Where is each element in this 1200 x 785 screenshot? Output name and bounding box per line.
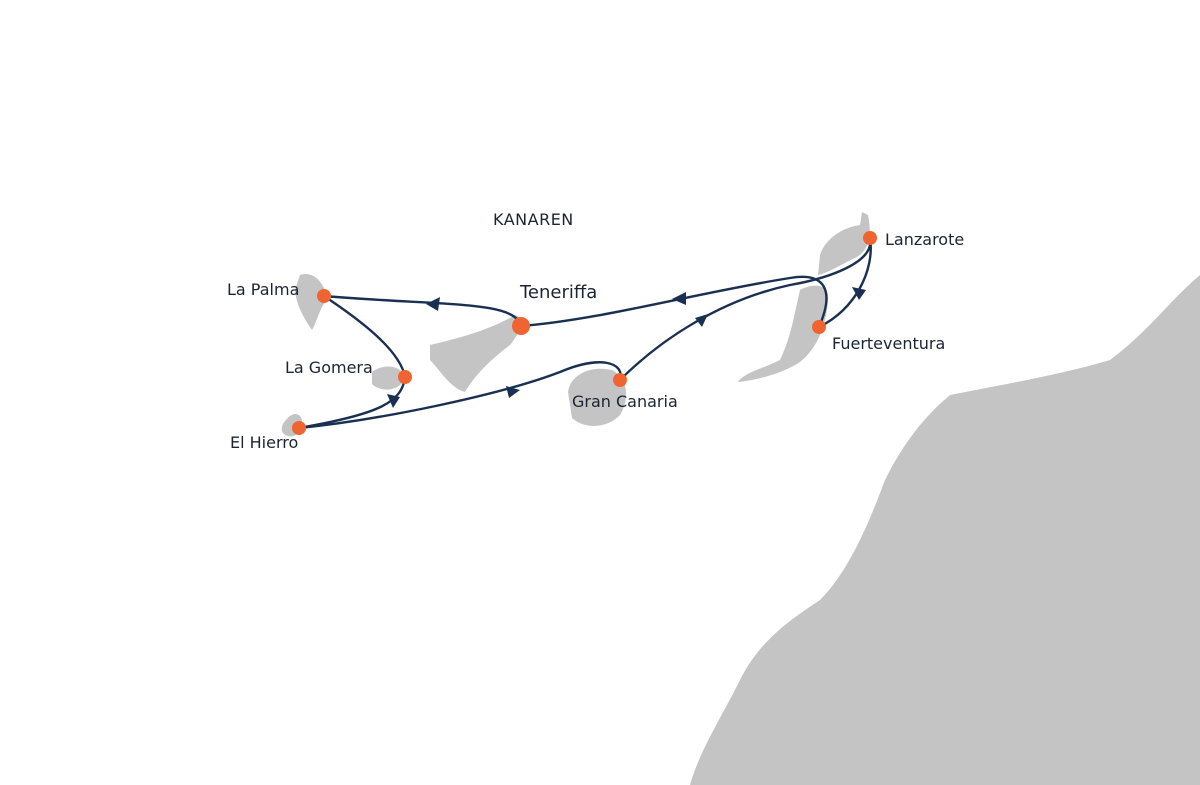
arrow-icon: [426, 297, 440, 311]
port-label-fuerteventura: Fuerteventura: [832, 334, 946, 353]
port-label-teneriffa: Teneriffa: [520, 282, 598, 303]
arrow-icon: [852, 287, 866, 300]
route-arrows: [387, 287, 866, 408]
arrow-icon: [672, 292, 686, 305]
port-label-la-gomera: La Gomera: [285, 358, 373, 377]
port-label-gran-canaria: Gran Canaria: [572, 392, 678, 411]
island-gran-canaria: [568, 368, 627, 426]
port-marker-fuerteventura: [812, 320, 826, 334]
port-label-la-palma: La Palma: [227, 280, 300, 299]
arrow-icon: [506, 386, 520, 398]
leg-lanzarote-fuerteventura: [818, 237, 872, 329]
port-marker-lanzarote: [863, 231, 877, 245]
port-marker-lapalma: [317, 289, 331, 303]
port-marker-grancanaria: [613, 373, 627, 387]
arrow-icon: [695, 314, 708, 327]
island-la-palma: [295, 274, 328, 330]
region-label: KANAREN: [493, 210, 574, 229]
leg-teneriffa-lapalma: [323, 294, 523, 327]
leg-lapalma-lagomera: [323, 295, 407, 378]
port-marker-elhierro: [292, 421, 306, 435]
africa-coast: [690, 275, 1200, 785]
island-la-gomera: [372, 366, 405, 390]
port-label-el-hierro: El Hierro: [230, 433, 299, 452]
port-label-lanzarote: Lanzarote: [885, 230, 965, 249]
leg-elhierro-grancanaria: [298, 361, 622, 430]
port-marker-lagomera: [398, 370, 412, 384]
island-fuerteventura: [738, 285, 829, 382]
leg-grancanaria-lanzarote: [619, 237, 872, 381]
leg-lagomera-elhierro: [298, 376, 407, 430]
port-marker-teneriffa: [512, 317, 530, 335]
leg-fuerteventura-teneriffa: [520, 275, 828, 328]
arrow-icon: [387, 394, 400, 408]
island-tenerife: [430, 315, 522, 392]
island-lanzarote: [818, 212, 870, 275]
cruise-route: [298, 237, 872, 430]
